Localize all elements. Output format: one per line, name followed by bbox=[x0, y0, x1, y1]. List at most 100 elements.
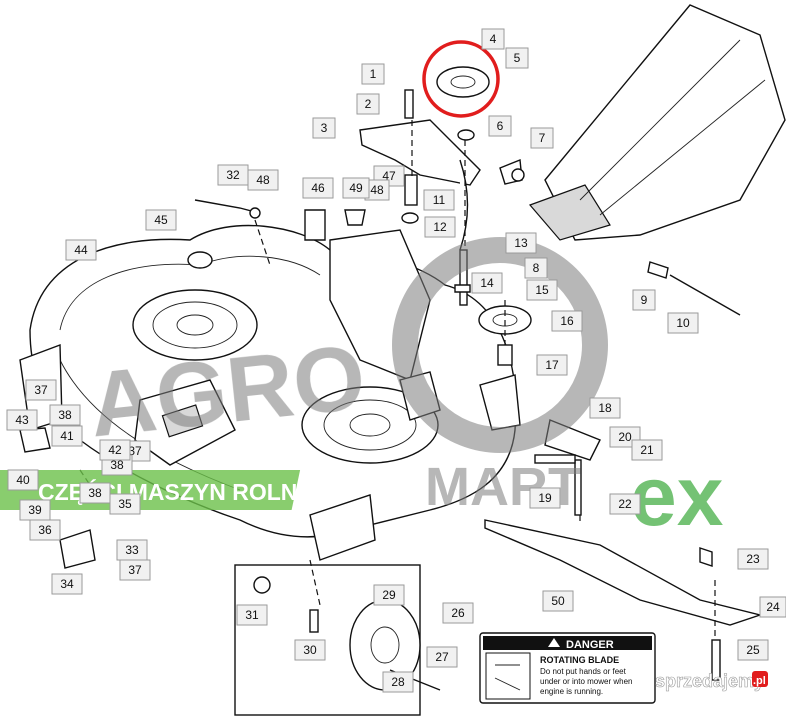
callout-label: 48 bbox=[247, 169, 279, 191]
svg-text:6: 6 bbox=[497, 119, 504, 133]
svg-text:15: 15 bbox=[535, 283, 549, 297]
callout-label: 36 bbox=[29, 519, 61, 541]
svg-text:27: 27 bbox=[435, 650, 449, 664]
callout-label: 35 bbox=[109, 493, 141, 515]
callout-label: 45 bbox=[145, 209, 177, 231]
callout-label: 28 bbox=[382, 671, 414, 693]
brand-name: sprzedajemy bbox=[655, 671, 764, 691]
svg-text:29: 29 bbox=[382, 588, 396, 602]
callout-labels: 1 2 3 4 5 6 7 8 9 10 11 12 13 14 15 16 1… bbox=[6, 28, 786, 693]
callout-label: 27 bbox=[426, 646, 458, 668]
callout-label: 8 bbox=[524, 257, 548, 279]
callout-label: 30 bbox=[294, 639, 326, 661]
svg-text:19: 19 bbox=[538, 491, 552, 505]
svg-text:12: 12 bbox=[433, 220, 447, 234]
danger-line-2: under or into mower when bbox=[540, 677, 633, 686]
highlight-circle bbox=[422, 40, 500, 118]
callout-label: 7 bbox=[530, 127, 554, 149]
danger-decal: DANGER ROTATING BLADE Do not put hands o… bbox=[479, 632, 656, 704]
footer-brand: sprzedajemy .pl bbox=[655, 671, 768, 691]
callout-label: 50 bbox=[542, 590, 574, 612]
callout-label: 10 bbox=[667, 312, 699, 334]
danger-header: DANGER bbox=[566, 639, 614, 651]
svg-text:36: 36 bbox=[38, 523, 52, 537]
callout-label: 9 bbox=[632, 289, 656, 311]
callout-label: 38 bbox=[79, 482, 111, 504]
svg-text:30: 30 bbox=[303, 643, 317, 657]
callout-label: 11 bbox=[423, 189, 455, 211]
svg-text:39: 39 bbox=[28, 503, 42, 517]
svg-text:45: 45 bbox=[154, 213, 168, 227]
callout-label: 17 bbox=[536, 354, 568, 376]
svg-text:44: 44 bbox=[74, 243, 88, 257]
blade bbox=[484, 519, 763, 681]
callout-label: 13 bbox=[505, 232, 537, 254]
callout-label: 34 bbox=[51, 573, 83, 595]
callout-label: 23 bbox=[737, 548, 769, 570]
callout-label: 22 bbox=[609, 493, 641, 515]
svg-text:40: 40 bbox=[16, 473, 30, 487]
callout-label: 49 bbox=[342, 177, 370, 199]
callout-label: 12 bbox=[424, 216, 456, 238]
callout-label: 4 bbox=[481, 28, 505, 50]
svg-text:14: 14 bbox=[480, 276, 494, 290]
danger-title: ROTATING BLADE bbox=[540, 655, 619, 665]
svg-text:10: 10 bbox=[676, 316, 690, 330]
svg-text:4: 4 bbox=[490, 32, 497, 46]
callout-label: 3 bbox=[312, 117, 336, 139]
danger-line-3: engine is running. bbox=[540, 687, 603, 696]
callout-label: 16 bbox=[551, 310, 583, 332]
svg-text:17: 17 bbox=[545, 358, 559, 372]
svg-text:8: 8 bbox=[533, 261, 540, 275]
svg-text:18: 18 bbox=[598, 401, 612, 415]
svg-text:35: 35 bbox=[118, 497, 132, 511]
brand-suffix: .pl bbox=[753, 675, 766, 687]
svg-text:13: 13 bbox=[514, 236, 528, 250]
svg-text:38: 38 bbox=[58, 408, 72, 422]
callout-label: 41 bbox=[51, 425, 83, 447]
svg-text:33: 33 bbox=[125, 543, 139, 557]
svg-text:34: 34 bbox=[60, 577, 74, 591]
callout-label: 37 bbox=[25, 379, 57, 401]
callout-label: 37 bbox=[119, 559, 151, 581]
callout-label: 5 bbox=[505, 47, 529, 69]
callout-label: 44 bbox=[65, 239, 97, 261]
svg-text:20: 20 bbox=[618, 430, 632, 444]
svg-text:5: 5 bbox=[514, 51, 521, 65]
svg-text:3: 3 bbox=[321, 121, 328, 135]
svg-text:7: 7 bbox=[539, 131, 546, 145]
callout-label: 48 bbox=[364, 179, 390, 201]
svg-text:23: 23 bbox=[746, 552, 760, 566]
svg-text:28: 28 bbox=[391, 675, 405, 689]
callout-label: 33 bbox=[116, 539, 148, 561]
callout-label: 42 bbox=[99, 439, 131, 461]
callout-label: 2 bbox=[356, 93, 380, 115]
callout-label: 43 bbox=[6, 409, 38, 431]
svg-text:16: 16 bbox=[560, 314, 574, 328]
callout-label: 15 bbox=[526, 279, 558, 301]
callout-label: 6 bbox=[488, 115, 512, 137]
callout-label: 25 bbox=[737, 639, 769, 661]
callout-label: 38 bbox=[49, 404, 81, 426]
callout-label: 29 bbox=[373, 584, 405, 606]
callout-label: 40 bbox=[7, 469, 39, 491]
callout-label: 1 bbox=[361, 63, 385, 85]
watermark-banner: CZĘŚCI MASZYN ROLNICZE bbox=[0, 470, 350, 510]
danger-line-1: Do not put hands or feet bbox=[540, 667, 627, 676]
callout-label: 32 bbox=[217, 164, 249, 186]
svg-text:25: 25 bbox=[746, 643, 760, 657]
callout-label: 19 bbox=[529, 487, 561, 509]
svg-text:26: 26 bbox=[451, 606, 465, 620]
callout-label: 24 bbox=[759, 596, 786, 618]
svg-text:2: 2 bbox=[365, 97, 372, 111]
svg-text:42: 42 bbox=[108, 443, 122, 457]
small-parts bbox=[19, 159, 741, 569]
callout-label: 21 bbox=[631, 439, 663, 461]
svg-text:41: 41 bbox=[60, 429, 74, 443]
svg-text:38: 38 bbox=[110, 458, 124, 472]
callout-label: 46 bbox=[302, 177, 334, 199]
callout-label: 14 bbox=[471, 272, 503, 294]
svg-text:48: 48 bbox=[256, 173, 270, 187]
